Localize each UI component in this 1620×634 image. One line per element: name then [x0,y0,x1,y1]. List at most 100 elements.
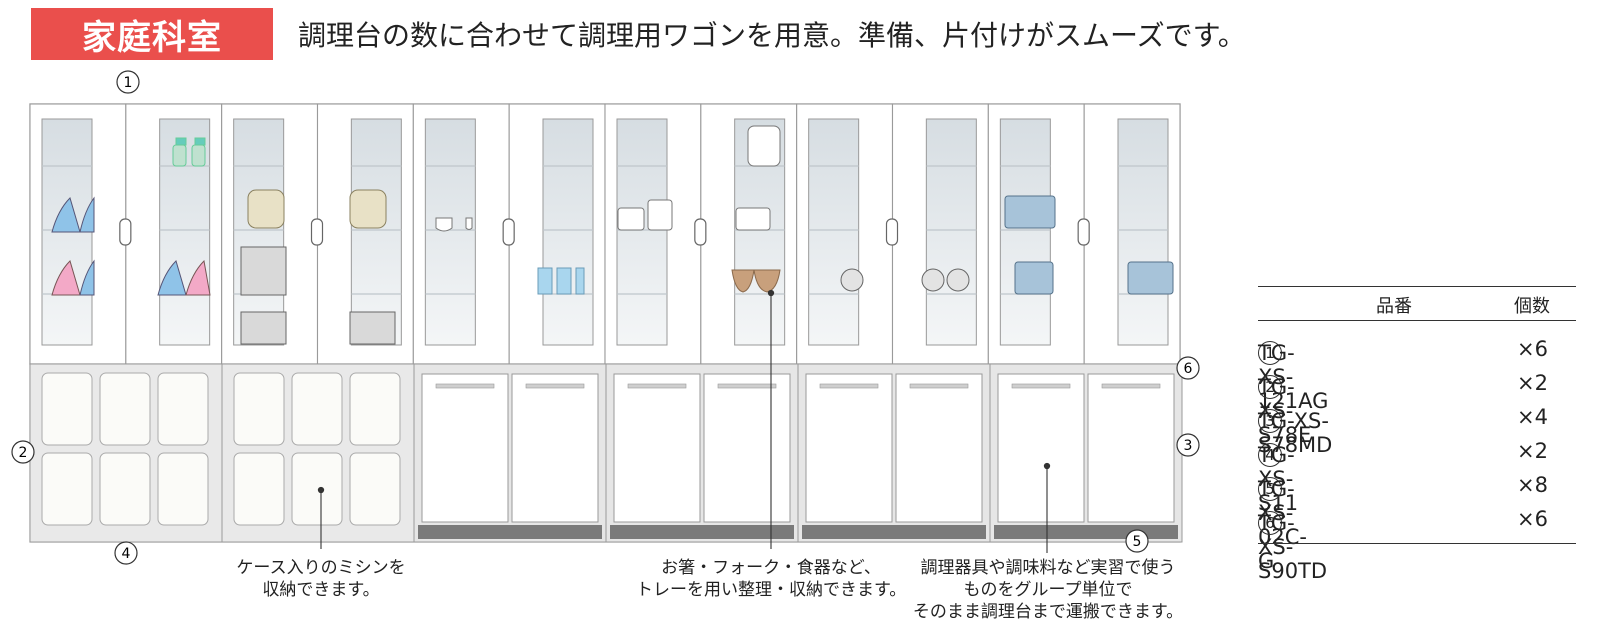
caption-utensils-line-1: お箸・フォーク・食器など、 [661,558,881,578]
bowls [731,269,781,293]
spray-bottles [172,137,206,167]
wagon-pull [909,383,969,389]
leader-lines [317,289,1051,553]
caption-wagon-line-2: ものをグループ単位で [963,580,1133,600]
door-glass [1117,118,1169,346]
marker-2: 2 [11,440,35,464]
row-number: 1 [1258,341,1282,365]
marker-5: 5 [1125,529,1149,553]
caption-utensils-line-2: トレーを用い整理・収納できます。 [636,580,907,600]
shelf-items [51,125,1174,345]
door-glass [999,118,1051,346]
wagon-door [421,373,509,523]
quantity: ×4 [1517,405,1548,429]
quantity: ×6 [1517,507,1548,531]
wagon-door [895,373,983,523]
row-number: 2 [1258,375,1282,399]
row-number: 4 [1258,443,1282,467]
sewing-case [233,372,285,446]
door-glass [424,118,476,346]
wagon-door [511,373,599,523]
door-glass [542,118,594,346]
sewing-case [157,372,209,446]
upper-doors [29,103,1181,365]
wagon-door [1087,373,1175,523]
quantity: ×2 [1517,439,1548,463]
sewing-case [233,452,285,526]
marker-4-label: 4 [122,546,131,562]
marker-2-label: 2 [19,445,28,461]
part-number: TG-XS-S78MD [1258,409,1333,457]
scales [840,268,970,292]
caption-sewing-line-2: 収納できます。 [262,580,380,600]
row-number: 5 [1258,477,1282,501]
irons [51,196,211,296]
quantity: ×8 [1517,473,1548,497]
glasses [537,267,585,295]
door-glass [925,118,977,346]
marker-1: 1 [116,70,140,94]
wagon-pull [717,383,777,389]
wagon-door [805,373,893,523]
caption-sewing: ケース入りのミシンを 収納できます。 [225,557,417,601]
door-glass [808,118,860,346]
wagon-pull [435,383,495,389]
marker-3-label: 3 [1184,438,1193,454]
quantity: ×2 [1517,371,1548,395]
door-handle [694,218,707,246]
headline: 調理台の数に合わせて調理用ワゴンを用意。準備、片付けがスムーズです。 [298,19,1246,52]
door-glass [616,118,668,346]
table-bottom-rule [1258,543,1576,544]
sewing-case [349,372,401,446]
caption-wagon-line-1: 調理器具や調味料など実習で使う [920,558,1176,578]
sewing-case [99,372,151,446]
sewing-case [349,452,401,526]
title-badge: 家庭科室 [31,8,273,60]
row-number: 3 [1258,409,1282,433]
door-handle [885,218,899,246]
wagon-base [610,525,794,539]
marker-3: 3 [1176,433,1200,457]
title-text: 家庭科室 [82,17,222,58]
caption-wagon-line-3: そのまま調理台まで運搬できます。 [912,602,1184,622]
marker-4: 4 [114,541,138,565]
wagon-pull [627,383,687,389]
cups [435,217,473,232]
sewing-case [41,452,93,526]
wagon-pull [1011,383,1071,389]
wagon-base [802,525,986,539]
wagon-door [997,373,1085,523]
quantity: ×6 [1517,337,1548,361]
marker-1-label: 1 [124,75,133,91]
marker-6: 6 [1176,356,1200,380]
sewing-case [41,372,93,446]
sewing-case [99,452,151,526]
door-handle [1077,218,1090,246]
sewing-case [291,452,343,526]
cooking-wagons [413,363,1183,543]
header-quantity: 個数 [1514,296,1550,317]
caption-wagon: 調理器具や調味料など実習で使う ものをグループ単位で そのまま調理台まで運搬でき… [908,557,1188,623]
caption-utensils: お箸・フォーク・食器など、 トレーを用い整理・収納できます。 [636,557,906,601]
parts-table-header: 品番 個数 [1258,286,1576,321]
wagon-door [703,373,791,523]
caption-sewing-line-1: ケース入りのミシンを [236,558,406,578]
row-number: 6 [1258,511,1282,535]
rice-cookers [247,189,387,229]
wagon-pull [819,383,879,389]
pots [1004,195,1174,295]
door-handle [119,218,132,246]
door-handle [502,218,515,246]
wagon-door [613,373,701,523]
door-handle [310,218,324,246]
ovens [240,246,396,345]
